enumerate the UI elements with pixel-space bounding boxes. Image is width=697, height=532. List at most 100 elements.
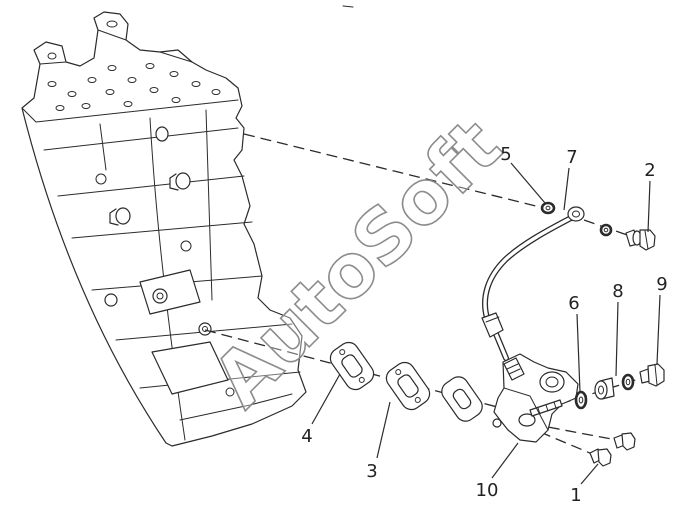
boss bbox=[175, 172, 191, 190]
bolt-hole bbox=[180, 240, 192, 252]
callout-2: 2 bbox=[644, 160, 655, 181]
washer-bore bbox=[578, 396, 584, 404]
leader-line-2 bbox=[647, 180, 651, 233]
deck-holes bbox=[47, 20, 221, 111]
fuel-pipe bbox=[481, 206, 585, 361]
callouts: 1 2 3 4 5 6 7 8 9 10 bbox=[301, 144, 667, 506]
block-rib bbox=[205, 109, 213, 301]
gasket-opening bbox=[452, 388, 472, 410]
block-band bbox=[71, 221, 253, 239]
bolt-hole bbox=[171, 97, 181, 103]
leader-line-5 bbox=[510, 162, 546, 204]
pump-housing-edge bbox=[503, 387, 549, 431]
bolt-hole bbox=[211, 89, 221, 95]
bolt-hex-head bbox=[597, 448, 612, 467]
bolt-hole bbox=[47, 52, 57, 60]
leader-line-8 bbox=[615, 301, 619, 377]
top-mark bbox=[342, 5, 354, 8]
bolt-hex-head bbox=[621, 432, 636, 451]
part-9-plug bbox=[639, 363, 665, 387]
pipe-tube-inner bbox=[483, 216, 573, 320]
callout-5: 5 bbox=[500, 144, 511, 165]
bolt-hole bbox=[95, 173, 107, 185]
callout-10: 10 bbox=[476, 480, 499, 501]
lower-bracket bbox=[151, 341, 229, 395]
pump-mounting-pad bbox=[139, 269, 201, 315]
leader-line-9 bbox=[656, 294, 661, 365]
spacer-bore bbox=[598, 385, 604, 395]
callout-1: 1 bbox=[570, 485, 581, 506]
bolt-hole bbox=[149, 87, 159, 93]
assembly-line-bolt-upper bbox=[531, 423, 623, 442]
bolt-hole bbox=[55, 105, 65, 111]
pipe-union-nut-flat bbox=[485, 316, 500, 323]
bolt-hole bbox=[191, 81, 201, 87]
part-8-spacer bbox=[594, 373, 635, 400]
washer-bore bbox=[545, 205, 551, 211]
mounting-bolt-1-upper bbox=[613, 432, 636, 451]
pump-cylinder-bore bbox=[545, 376, 559, 388]
spacer-ring-bore bbox=[625, 378, 631, 386]
pump-inlet-thread bbox=[506, 363, 521, 375]
bolt-hole bbox=[105, 89, 115, 95]
block-band bbox=[57, 175, 245, 197]
callout-3: 3 bbox=[366, 461, 377, 482]
washer-bore bbox=[603, 227, 609, 233]
boss bbox=[155, 126, 169, 142]
gasket-opening bbox=[397, 374, 419, 398]
bolt-hole bbox=[225, 387, 235, 397]
gasket-opening bbox=[341, 354, 363, 378]
washer-5 bbox=[540, 201, 556, 215]
banjo-bolt-2 bbox=[625, 229, 656, 251]
leader-line-4 bbox=[311, 373, 341, 425]
gasket-bolt-hole bbox=[414, 396, 421, 403]
head-boss-edge bbox=[39, 29, 193, 65]
block-bosses bbox=[95, 126, 192, 252]
engine-block-outline bbox=[21, 11, 307, 447]
callout-8: 8 bbox=[612, 281, 623, 302]
gasket-3 bbox=[385, 361, 431, 411]
pump-flange-boss bbox=[518, 413, 536, 427]
leader-line-10 bbox=[491, 442, 519, 479]
assembly-line-bolt-lower bbox=[539, 431, 598, 457]
gasket-bolt-hole bbox=[358, 376, 365, 383]
bolt-hole bbox=[81, 103, 91, 109]
leader-line-6 bbox=[576, 313, 581, 393]
pump-plunger-rings bbox=[537, 401, 557, 415]
bolt-hex-flat bbox=[644, 230, 649, 250]
pad-bore-inner bbox=[156, 292, 164, 300]
gasket-unlabeled bbox=[441, 376, 483, 422]
washer-6 bbox=[574, 390, 588, 410]
callout-9: 9 bbox=[656, 274, 667, 295]
pipe-tube-inner bbox=[494, 332, 508, 360]
bolt-hole bbox=[123, 101, 133, 107]
banjo-washer bbox=[599, 223, 613, 237]
gasket-bolt-hole bbox=[395, 369, 402, 376]
bolt-hole bbox=[145, 63, 155, 69]
bolt-hole bbox=[47, 81, 57, 87]
callout-6: 6 bbox=[568, 293, 579, 314]
engine-block bbox=[21, 11, 307, 447]
banjo-eye-bore bbox=[572, 210, 580, 218]
block-rib bbox=[99, 123, 107, 171]
bolt-hole bbox=[87, 77, 97, 83]
plug-hex-flat bbox=[654, 364, 658, 386]
gasket-bolt-hole bbox=[339, 349, 346, 356]
bolt-hole bbox=[169, 71, 179, 77]
callout-7: 7 bbox=[566, 147, 577, 168]
mounting-bolt-1-lower bbox=[589, 448, 612, 467]
bolt-hole bbox=[67, 91, 77, 97]
block-rib bbox=[149, 117, 186, 441]
leader-line-3 bbox=[376, 401, 391, 459]
callout-4: 4 bbox=[301, 426, 312, 447]
crankcase-edge bbox=[179, 393, 293, 421]
mounting-hole bbox=[104, 293, 118, 307]
block-band bbox=[43, 127, 239, 151]
pump-locating-stud bbox=[492, 418, 502, 428]
leader-line-7 bbox=[563, 167, 570, 211]
bolt-hex-head bbox=[639, 229, 656, 251]
deck-front-edge bbox=[21, 99, 239, 123]
pipe-union-nut bbox=[481, 312, 504, 338]
